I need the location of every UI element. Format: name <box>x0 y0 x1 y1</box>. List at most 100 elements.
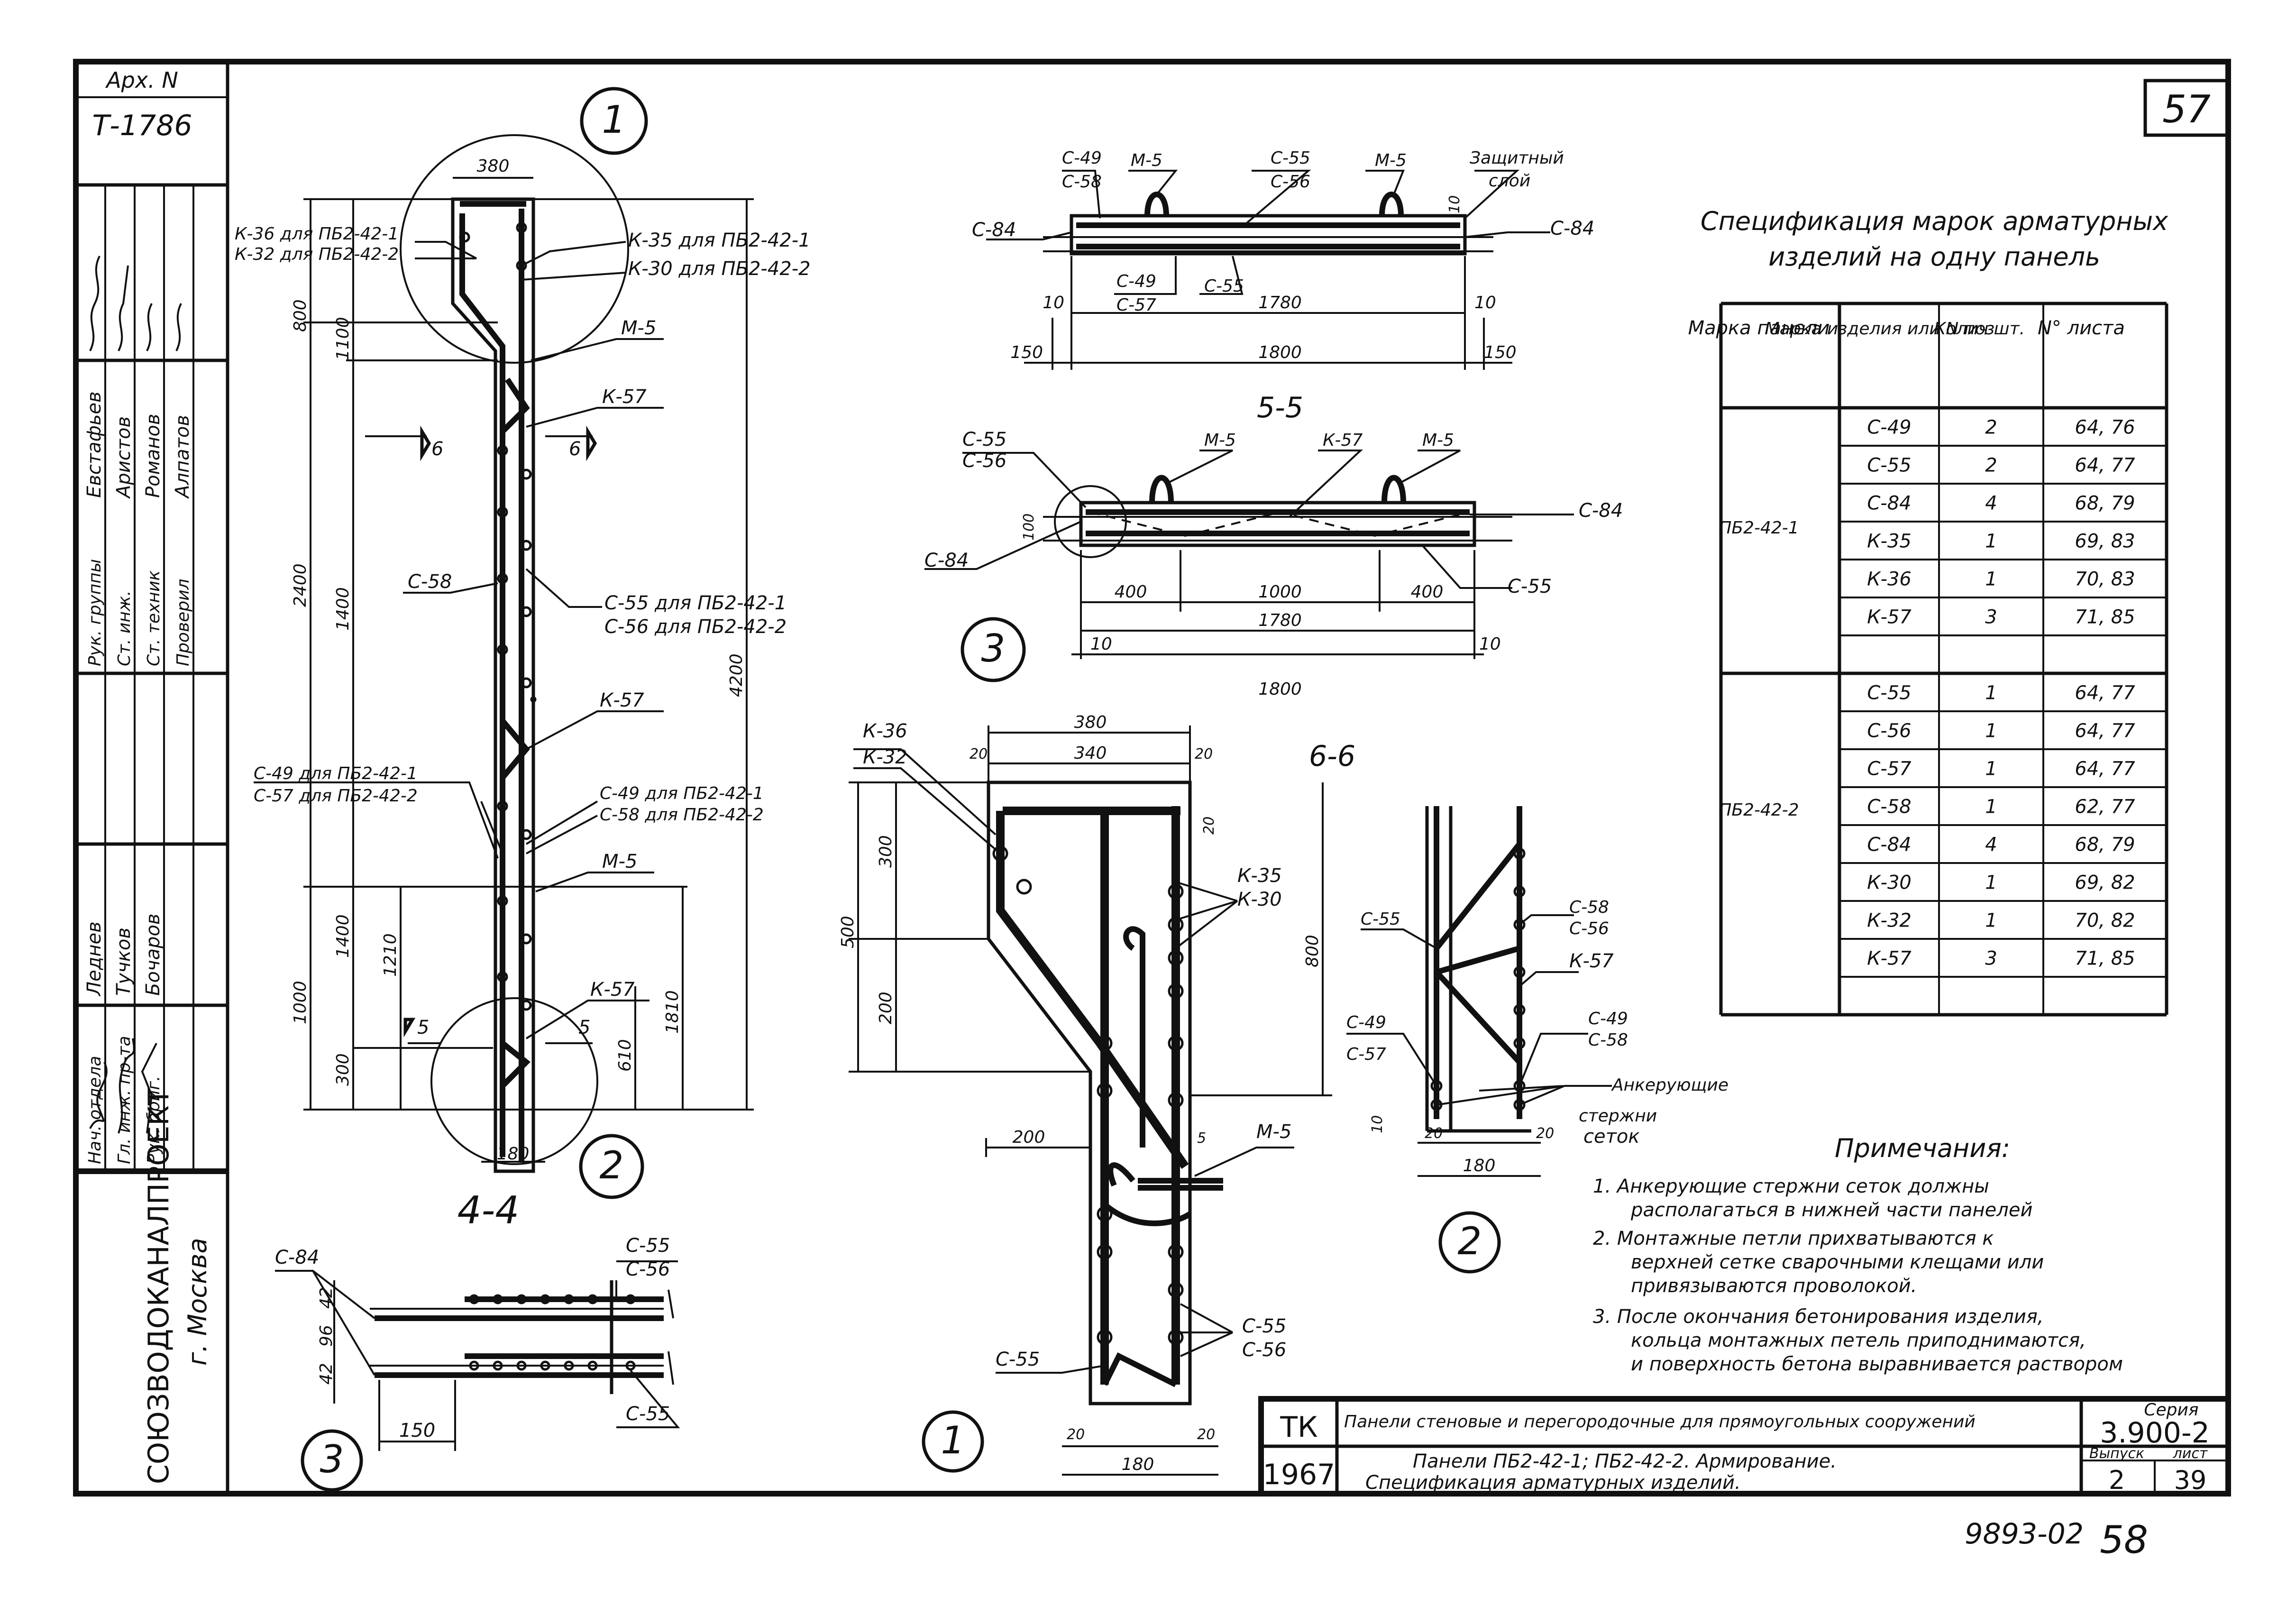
title-tk: ТК <box>1280 1411 1317 1444</box>
stamp-name-1: Тучков <box>113 927 135 996</box>
plan-dim-150b: 150 <box>1484 343 1517 362</box>
s66-dim-20a: 20 <box>1425 1125 1443 1142</box>
d1-lbl-c56: С-56 <box>1242 1339 1286 1361</box>
title-line2: Панели ПБ2-42-1; ПБ2-42-2. Армирование. <box>1413 1451 1837 1472</box>
s66-lbl-anch2: стержни <box>1579 1106 1657 1126</box>
d1-lbl-c55: С-55 <box>1242 1315 1286 1337</box>
footer-page: 58 <box>2100 1518 2148 1562</box>
spec-cell-qty: 2 <box>1985 416 1997 438</box>
d1-dim-180: 180 <box>1122 1455 1154 1474</box>
issue-value: 2 <box>2109 1465 2125 1495</box>
spec-cell-mark: К-36 <box>1867 568 1912 590</box>
d1-dim-20e: 20 <box>1197 1426 1215 1443</box>
lbl-k32: К-32 для ПБ2-42-2 <box>235 245 399 264</box>
lbl-c58: С-58 <box>408 571 452 593</box>
issue-label: Выпуск <box>2089 1445 2144 1462</box>
spec-cell-sheets: 64, 77 <box>2075 758 2135 780</box>
spec-cell-sheets: 64, 77 <box>2075 682 2135 704</box>
plan-lbl-m5b: М-5 <box>1375 151 1407 170</box>
d3-lbl-c55b: С-55 <box>626 1403 670 1425</box>
stamp-role-1: Гл. инж. пр-та <box>115 1036 134 1164</box>
title-5-5: 5-5 <box>1257 391 1303 424</box>
spec-cell-qty: 4 <box>1985 834 1997 855</box>
spec-cell-mark: С-84 <box>1867 834 1911 855</box>
sheet-number: 57 <box>2162 87 2211 131</box>
plan-lbl-c56: С-56 <box>1271 172 1310 192</box>
spec-cell-qty: 1 <box>1985 909 1997 931</box>
lbl-c57l: С-57 для ПБ2-42-2 <box>254 786 418 806</box>
s55-lbl-c55b: С-55 <box>1508 576 1552 597</box>
s55-dim-1780: 1780 <box>1258 611 1302 630</box>
note-line-1: располагаться в нижней части панелей <box>1630 1199 2032 1221</box>
s66-lbl-c57l: С-57 <box>1346 1045 1386 1064</box>
d1-dim-300: 300 <box>876 835 896 868</box>
d1-dim-340: 340 <box>1074 744 1107 763</box>
dim-1100: 1100 <box>333 317 353 360</box>
dim-300: 300 <box>333 1053 353 1086</box>
lbl-c58r: С-58 для ПБ2-42-2 <box>600 805 764 825</box>
s55-lbl-c56: С-56 <box>962 450 1006 472</box>
plan-lbl-prot2: слой <box>1489 171 1530 191</box>
city-name: г. Москва <box>183 1238 212 1366</box>
s66-lbl-c49r: С-49 <box>1588 1009 1628 1028</box>
note-line-5: 3. После окончания бетонирования изделия… <box>1593 1306 2044 1328</box>
dim-380: 380 <box>477 156 510 176</box>
title-block: ТК 1967 Панели стеновые и перегородочные… <box>1258 1396 2231 1497</box>
lbl-k57a: К-57 <box>602 386 647 408</box>
stamp-name-0: Леднев <box>83 921 105 997</box>
d1-dim-20c: 20 <box>1201 817 1217 835</box>
spec-panel-1: ПБ2-42-1 <box>1719 518 1799 538</box>
title-line1: Панели стеновые и перегородочные для пря… <box>1344 1412 1976 1432</box>
plan-dim-1800: 1800 <box>1258 343 1302 362</box>
spec-cell-sheets: 70, 83 <box>2075 568 2135 590</box>
detail-2: 20 20 10 180 С-55 С-58 С-56 К-57 С-49 С-… <box>1346 806 1729 1274</box>
plan-dim-150a: 150 <box>1010 343 1043 362</box>
d3-lbl-c56: С-56 <box>626 1258 670 1280</box>
plan-dim-10b: 10 <box>1474 293 1496 312</box>
d1-dim-20a: 20 <box>970 746 988 762</box>
s55-lbl-c84l: С-84 <box>924 550 969 571</box>
spec-cell-mark: С-58 <box>1867 796 1911 817</box>
signatures <box>89 256 182 1134</box>
spec-cell-mark: К-35 <box>1867 530 1912 552</box>
callout-label-1: 1 <box>602 98 626 142</box>
callout-circle-1 <box>400 134 629 364</box>
d1-lbl-m5: М-5 <box>1256 1121 1291 1143</box>
spec-panel-2: ПБ2-42-2 <box>1719 800 1799 820</box>
lbl-k30: К-30 для ПБ2-42-2 <box>628 258 811 280</box>
note-line-7: и поверхность бетона выравнивается раств… <box>1631 1353 2123 1375</box>
title-4-4: 4-4 <box>457 1188 520 1232</box>
detail-1: 6-6 380 340 20 20 20 300 500 200 800 200… <box>838 713 1355 1476</box>
arch-label: Арх. N <box>105 67 178 93</box>
section-5-5: 5-5 3 400 1000 400 10 1780 10 1800 100 С… <box>924 391 1623 699</box>
plan-dim-10a: 10 <box>1043 293 1064 312</box>
plan-lbl-c55b: С-55 <box>1204 276 1244 296</box>
callout-label-2: 2 <box>600 1143 624 1187</box>
dim-1400b: 1400 <box>333 914 353 958</box>
spec-cell-mark: К-57 <box>1867 947 1912 969</box>
spec-cell-mark: С-55 <box>1867 454 1911 476</box>
spec-table: Спецификация марок арматурных изделий на… <box>1688 206 2168 1017</box>
spec-cell-sheets: 64, 76 <box>2075 416 2135 438</box>
plan-dim-10c: 10 <box>1446 195 1463 213</box>
callout-circle-3 <box>1054 485 1127 558</box>
spec-cell-qty: 1 <box>1985 872 1997 893</box>
s55-lbl-k57: К-57 <box>1323 431 1363 450</box>
spec-header-2: Колич шт. <box>1934 319 2025 339</box>
stamp-name-4: Аристов <box>113 416 135 499</box>
lbl-c55-44: С-55 для ПБ2-42-1 <box>604 592 787 614</box>
spec-cell-sheets: 69, 82 <box>2075 872 2135 893</box>
d3-dim-42b: 42 <box>317 1363 336 1385</box>
stamp-name-2: Бочаров <box>142 914 164 996</box>
s66-lbl-c56: С-56 <box>1569 919 1609 938</box>
plan-lbl-c58: С-58 <box>1062 172 1102 192</box>
plan-lbl-c49: С-49 <box>1062 148 1102 168</box>
lbl-k35: К-35 для ПБ2-42-1 <box>628 230 811 251</box>
s66-lbl-c58: С-58 <box>1569 898 1609 917</box>
spec-cell-qty: 1 <box>1985 758 1997 780</box>
d1-lbl-k30: К-30 <box>1237 889 1282 910</box>
spec-cell-mark: С-84 <box>1867 492 1911 514</box>
dim-610: 610 <box>615 1039 635 1072</box>
plan-lbl-c55: С-55 <box>1271 148 1310 168</box>
series-label: Серия <box>2144 1400 2198 1420</box>
